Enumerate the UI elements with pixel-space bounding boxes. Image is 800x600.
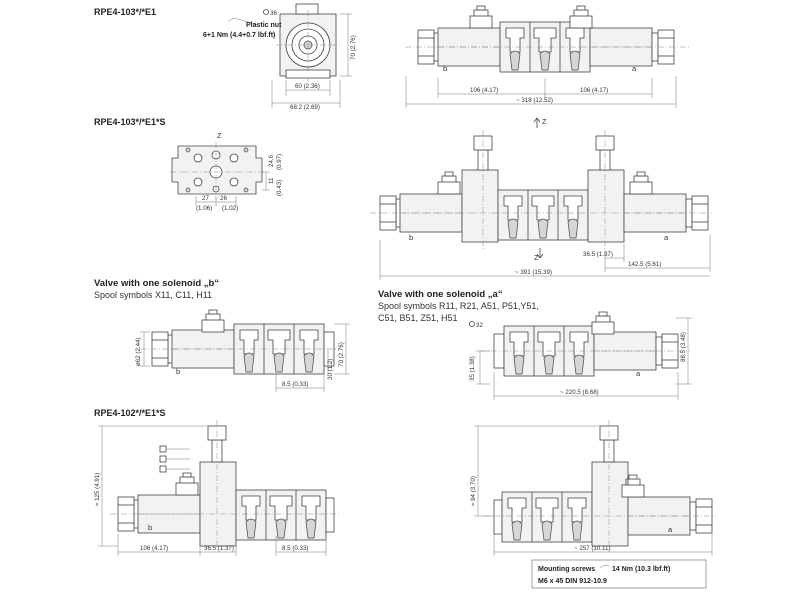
dim-36-5: 36.5 (1.37): [583, 251, 613, 258]
mounting-screws-label: Mounting screws: [538, 566, 595, 573]
title-one-solenoid-a: Valve with one solenoid „a“: [378, 289, 503, 300]
spool-symbols-b: Spool symbols X11, C11, H11: [94, 290, 212, 300]
spool-symbols-a-line2: C51, B51, Z51, H51: [378, 313, 458, 323]
port-a-label-3: a: [636, 369, 641, 378]
dim-257: ~ 257 (10.11): [574, 545, 611, 552]
dim-70-endview: 70 (2.76): [350, 35, 357, 60]
dim-11: 11: [268, 177, 275, 184]
dim-60: 60 (2.36): [295, 83, 320, 90]
port-a-label-4: a: [668, 525, 673, 534]
side-view-solenoid-b: [140, 309, 340, 375]
dim-0-97: (0.97): [276, 154, 283, 170]
side-view-e1-s: [370, 130, 712, 250]
dim-35: 35 (1.38): [469, 356, 476, 381]
port-b-label-3: b: [176, 367, 180, 376]
title-one-solenoid-b: Valve with one solenoid „b“: [94, 278, 219, 289]
dim-1-06: (1.06): [196, 205, 212, 212]
dim-142-5: 142.5 (5.61): [628, 261, 661, 268]
dim-106-right: 106 (4.17): [580, 87, 608, 94]
dim-94: ≈ 94 (3.70): [470, 476, 477, 506]
port-b-label-4: b: [148, 523, 152, 532]
dim-dia-62: ø62 (2.44): [135, 337, 142, 366]
dim-36-5-102: 36.5 (1.37): [204, 545, 234, 552]
side-view-102-left: [110, 420, 340, 552]
curved-arrow-icon: [227, 18, 259, 26]
port-view-z: [170, 142, 264, 200]
view-arrow-z-icon-2: [536, 248, 544, 259]
wrench-36: 36: [270, 10, 277, 17]
side-view-102-right: [484, 420, 716, 552]
dim-125: ≈ 125 (4.91): [94, 473, 101, 506]
plastic-nut-label: Plastic nut: [246, 22, 282, 29]
curved-arrow-icon-2: [599, 565, 610, 569]
dim-391: ~ 391 (15.39): [515, 269, 552, 276]
mounting-spec-label: M6 x 45 DIN 912-10.9: [538, 578, 607, 585]
dim-30: 30 (1.2): [327, 359, 334, 380]
title-rpe4-103-e1: RPE4-103*/*E1: [94, 7, 156, 17]
wrench-size-icon-2: [469, 321, 475, 327]
title-rpe4-103-e1-s: RPE4-103*/*E1*S: [94, 117, 166, 127]
side-view-solenoid-a: [480, 311, 690, 377]
side-view-e1: [405, 5, 690, 73]
view-arrow-z-icon: [533, 117, 541, 128]
view-z-label-top: Z: [542, 117, 547, 126]
dim-220-5: ~ 220.5 (8.68): [560, 389, 599, 396]
dim-8-5-b: 8.5 (0.33): [282, 381, 308, 388]
dim-70-b: 70 (2.76): [338, 342, 345, 367]
dim-0-43: (0.43): [276, 180, 283, 196]
nut-torque-label: 6+1 Nm (4.4+0.7 lbf.ft): [203, 32, 275, 39]
spool-symbols-a-line1: Spool symbols R11, R21, A51, P51,Y51,: [378, 301, 539, 311]
end-view-e1: [276, 3, 340, 84]
dim-26: 26: [220, 195, 227, 202]
mounting-screws-note: Mounting screws 14 Nm (10.3 lbf.ft) M6 x…: [531, 559, 707, 589]
title-rpe4-102-e1-s: RPE4-102*/*E1*S: [94, 408, 166, 418]
dim-88-5: 88.5 (3.48): [680, 332, 687, 362]
dim-1-02: (1.02): [222, 205, 238, 212]
dim-68-2: 68.2 (2.69): [290, 104, 320, 111]
dim-24-6: 24.6: [268, 154, 275, 167]
mounting-torque-label: 14 Nm (10.3 lbf.ft): [612, 566, 670, 573]
dim-318: ~ 318 (12.52): [516, 97, 553, 104]
dim-27: 27: [202, 195, 209, 202]
port-a-label-2: a: [664, 233, 669, 242]
port-b-label: b: [443, 64, 447, 73]
dim-106-left: 106 (4.17): [470, 87, 498, 94]
dim-106-102: 106 (4.17): [140, 545, 168, 552]
view-z-label-bottom: Z: [534, 253, 539, 262]
port-a-label: a: [632, 64, 637, 73]
port-b-label-2: b: [409, 233, 413, 242]
view-z-label: Z: [217, 131, 222, 140]
wrench-32: 32: [476, 322, 483, 329]
wrench-size-icon: [263, 9, 269, 15]
dim-8-5-102: 8.5 (0.33): [282, 545, 308, 552]
